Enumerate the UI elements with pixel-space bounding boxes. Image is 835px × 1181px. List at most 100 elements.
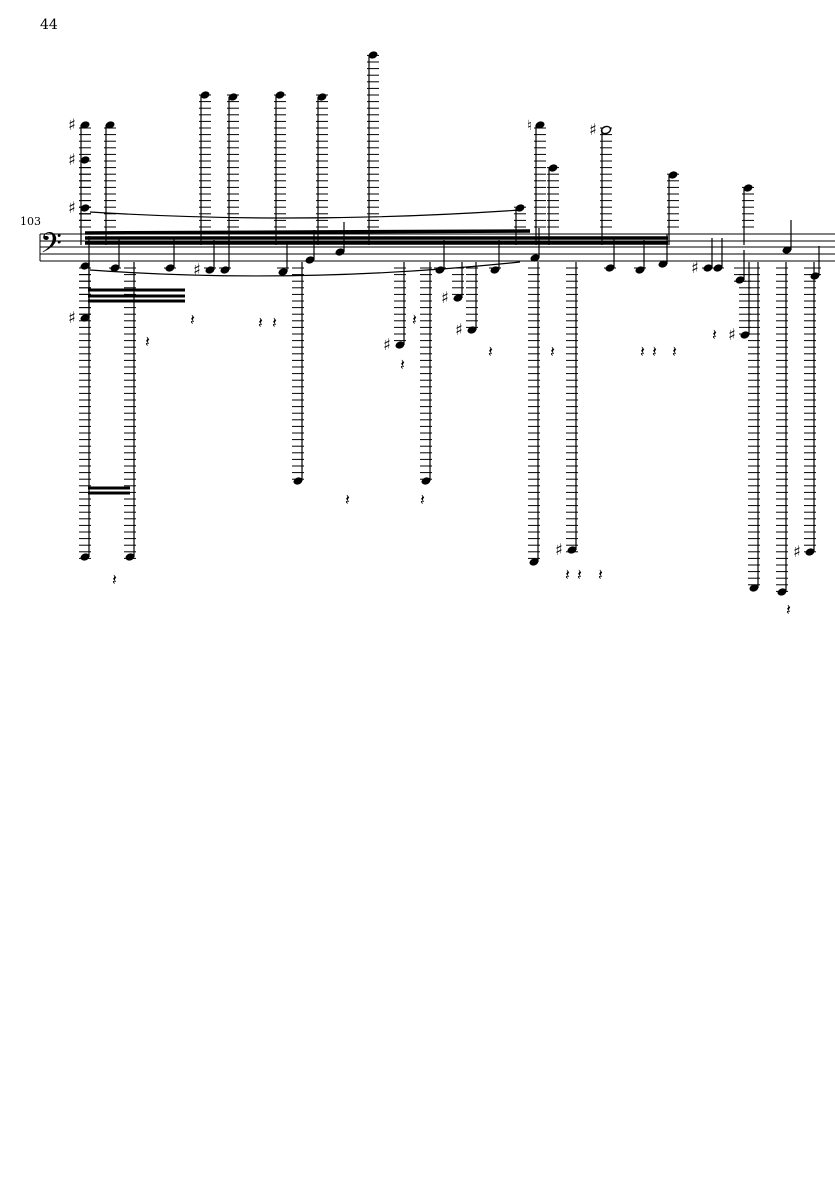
note — [809, 246, 821, 280]
notehead — [125, 553, 135, 561]
notehead — [453, 294, 463, 302]
notehead — [805, 548, 815, 556]
natural-icon: ♮ — [527, 118, 532, 134]
quarter-rest-icon: 𝄽 — [786, 600, 791, 619]
notehead — [220, 266, 230, 274]
sharp-icon: ♯ — [68, 308, 76, 327]
notehead — [668, 171, 678, 179]
notehead — [743, 184, 753, 192]
quarter-rest-icon: 𝄽 — [112, 570, 117, 589]
note: ♯ — [455, 262, 478, 339]
notehead — [165, 264, 175, 272]
sharp-icon: ♯ — [193, 260, 201, 279]
notehead — [535, 121, 545, 129]
notehead — [200, 91, 210, 99]
notehead — [703, 264, 713, 272]
notehead — [368, 51, 378, 59]
note — [748, 262, 760, 592]
quarter-rest-icon: 𝄽 — [488, 342, 493, 361]
notehead — [80, 262, 90, 270]
note — [199, 91, 211, 245]
note — [530, 228, 540, 262]
beams — [84, 209, 668, 495]
notehead — [335, 248, 345, 256]
quarter-rest-icon: 𝄽 — [400, 355, 405, 374]
note — [658, 234, 668, 268]
note — [667, 171, 679, 245]
sharp-icon: ♯ — [441, 288, 449, 307]
note: ♯ — [793, 262, 816, 561]
notehead — [105, 121, 115, 129]
quarter-rest-icon: 𝄽 — [598, 565, 603, 584]
rests: 𝄽𝄽𝄽𝄽𝄽𝄽𝄽𝄽𝄽𝄽𝄽𝄽𝄽𝄽𝄽𝄽𝄽𝄽𝄽 — [112, 310, 791, 619]
notehead — [777, 588, 787, 596]
note: ♯ — [691, 238, 714, 277]
quarter-rest-icon: 𝄽 — [565, 565, 570, 584]
notehead — [740, 331, 750, 339]
notehead — [782, 246, 792, 254]
staff — [39, 233, 835, 262]
sharp-icon: ♯ — [68, 150, 76, 169]
note: ♯ — [441, 262, 464, 307]
notehead — [529, 558, 539, 566]
note — [776, 262, 788, 596]
note — [734, 250, 746, 284]
note — [634, 240, 646, 274]
note — [604, 238, 616, 272]
notehead — [80, 204, 90, 212]
sharp-icon: ♯ — [68, 198, 76, 217]
sharp-icon: ♯ — [68, 115, 76, 134]
quarter-rest-icon: 𝄽 — [258, 313, 263, 332]
notehead — [278, 268, 288, 276]
note: ♯ — [68, 262, 91, 327]
quarter-rest-icon: 𝄽 — [272, 313, 277, 332]
bass-clef-icon: 𝄢 — [40, 227, 62, 267]
tie — [89, 209, 521, 219]
note — [292, 262, 304, 485]
note — [164, 238, 176, 272]
notehead — [80, 314, 90, 322]
notehead — [567, 546, 577, 554]
note — [227, 93, 239, 245]
note — [277, 242, 289, 276]
note — [782, 220, 792, 254]
notehead — [275, 91, 285, 99]
quarter-rest-icon: 𝄽 — [345, 490, 350, 509]
notehead — [205, 266, 215, 274]
note: ♯ — [555, 262, 578, 559]
note: ♯ — [589, 120, 612, 245]
notehead — [421, 477, 431, 485]
note — [109, 238, 121, 272]
note: ♯ — [728, 262, 751, 344]
notehead — [749, 584, 759, 592]
quarter-rest-icon: 𝄽 — [190, 310, 195, 329]
sharp-icon: ♯ — [455, 320, 463, 339]
quarter-rest-icon: 𝄽 — [420, 490, 425, 509]
notehead — [228, 93, 238, 101]
note — [219, 240, 231, 274]
notehead — [317, 93, 327, 101]
notehead — [713, 264, 723, 272]
notehead — [810, 272, 820, 280]
note — [274, 91, 286, 245]
notehead — [435, 266, 445, 274]
notehead — [548, 164, 558, 172]
note — [514, 204, 526, 245]
notehead — [605, 264, 615, 272]
note — [547, 164, 559, 245]
quarter-rest-icon: 𝄽 — [640, 342, 645, 361]
note — [489, 240, 501, 274]
note — [79, 236, 91, 270]
note — [742, 184, 754, 245]
note — [104, 121, 116, 245]
note — [434, 240, 446, 274]
quarter-rest-icon: 𝄽 — [577, 565, 582, 584]
beam — [84, 229, 531, 235]
notehead — [530, 254, 540, 262]
note — [335, 222, 345, 256]
note — [316, 93, 328, 245]
measure-number: 103 — [20, 215, 41, 228]
notehead — [110, 264, 120, 272]
tie — [89, 261, 521, 277]
